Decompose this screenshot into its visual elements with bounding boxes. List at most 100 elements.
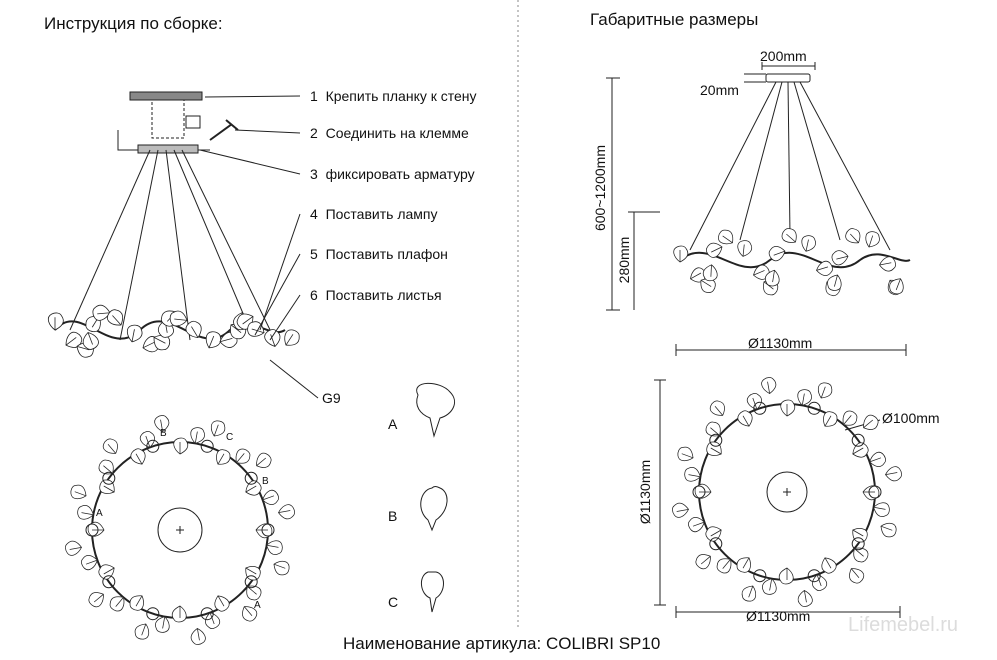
leaf-a-label: A — [388, 416, 398, 432]
wire-line — [173, 149, 251, 331]
leaf-icon — [107, 309, 124, 326]
leaf-icon — [214, 595, 230, 612]
leaf-icon — [216, 449, 231, 465]
leaf-icon — [797, 590, 813, 607]
ring-marker-a: A — [96, 508, 103, 519]
leaf-icon — [706, 441, 722, 456]
leaf-icon — [256, 452, 272, 468]
leader-line — [204, 95, 301, 98]
socket-icon — [851, 433, 865, 447]
leaf-icon — [266, 540, 283, 555]
step-6: 6 Поставить листья — [310, 287, 442, 303]
dimensions-title: Габаритные размеры — [590, 10, 759, 29]
step-text: Поставить плафон — [325, 246, 448, 262]
socket-icon — [261, 523, 275, 537]
wire-line — [69, 149, 151, 331]
leaf-icon — [764, 269, 780, 287]
leaf-icon — [65, 331, 83, 348]
leaf-icon — [134, 623, 150, 640]
socket-icon — [709, 537, 723, 551]
leaf-icon — [718, 229, 734, 245]
leaf-icon — [885, 466, 902, 482]
leaf-icon — [235, 448, 251, 464]
wire-line — [165, 149, 191, 341]
leaf-icon — [736, 557, 751, 573]
leaf-a-icon — [416, 382, 455, 438]
leaf-icon — [780, 399, 796, 417]
step-5: 5 Поставить плафон — [310, 246, 448, 262]
step-number: 2 — [310, 125, 318, 141]
leaf-icon — [880, 522, 897, 538]
leaf-icon — [171, 605, 187, 623]
leaf-icon — [737, 240, 753, 257]
leaf-icon — [673, 245, 689, 263]
socket-icon — [244, 471, 258, 485]
step-leader-lines — [199, 95, 319, 399]
leaf-icon — [817, 382, 833, 399]
step-number: 3 — [310, 166, 318, 182]
leaf-icon — [255, 523, 273, 539]
leaf-icon — [139, 431, 155, 448]
leaf-icon — [82, 332, 99, 350]
dimension-side-view — [606, 62, 911, 356]
dim-suspension-wires — [689, 81, 891, 251]
leaf-icon — [812, 574, 828, 591]
leaf-icon — [173, 437, 189, 455]
step-2: 2 Соединить на клемме — [310, 125, 469, 141]
leaf-icon — [768, 246, 786, 262]
suspension-wires — [69, 149, 276, 341]
leaf-icon — [70, 484, 87, 500]
step-number: 6 — [310, 287, 318, 303]
dim-suspension: 600~1200mm — [592, 145, 608, 232]
leaf-icon — [702, 264, 718, 282]
leaf-icon — [873, 502, 890, 517]
socket-icon — [102, 575, 116, 589]
leaf-icon — [284, 329, 300, 346]
leaf-icon — [109, 596, 125, 612]
leaf-icon — [762, 578, 777, 595]
leaf-icon — [169, 310, 188, 327]
leaf-icon — [102, 438, 118, 454]
socket-icon — [692, 485, 706, 499]
leader-line — [199, 149, 301, 175]
socket-icon — [807, 401, 821, 415]
step-number: 4 — [310, 206, 318, 222]
leaf-icon — [797, 389, 812, 406]
dimension-top-view — [654, 377, 902, 618]
wire-line — [787, 81, 791, 236]
ceiling-hatch — [129, 91, 203, 101]
socket-icon — [244, 575, 258, 589]
ring-marker-a2: A — [254, 600, 261, 611]
leaf-icon — [842, 410, 858, 426]
dim-canopy-width: 200mm — [760, 48, 807, 64]
leaf-icon — [205, 612, 221, 629]
leaf-icon — [262, 489, 279, 505]
leaf-icon — [130, 448, 146, 465]
step-4: 4 Поставить лампу — [310, 206, 437, 222]
leader-line — [269, 294, 301, 341]
leaf-icon — [753, 264, 770, 280]
step-number: 1 — [310, 88, 318, 104]
leaf-icon — [741, 585, 757, 602]
step-number: 5 — [310, 246, 318, 262]
dim-side-diameter: Ø1130mm — [748, 335, 813, 351]
step-text: Поставить лампу — [325, 206, 438, 222]
step-1: 1 Крепить планку к стену — [310, 88, 477, 104]
leaf-icon — [88, 592, 104, 608]
wire-line — [689, 81, 777, 251]
leader-line — [259, 213, 301, 331]
assembly-title: Инструкция по сборке: — [44, 14, 223, 33]
leaf-icon — [65, 540, 82, 556]
leaf-icon — [185, 320, 202, 338]
leaf-icon — [242, 606, 258, 622]
ring-marker-c: C — [226, 432, 234, 443]
assembly-top-view — [65, 415, 295, 645]
article-name: Наименование артикула: COLIBRI SP10 — [343, 634, 661, 653]
leaf-icon — [746, 393, 762, 410]
leaf-icon — [737, 410, 753, 427]
socket-icon — [85, 523, 99, 537]
leaf-icon — [92, 304, 111, 321]
leader-line — [234, 129, 301, 134]
socket-icon — [102, 471, 116, 485]
